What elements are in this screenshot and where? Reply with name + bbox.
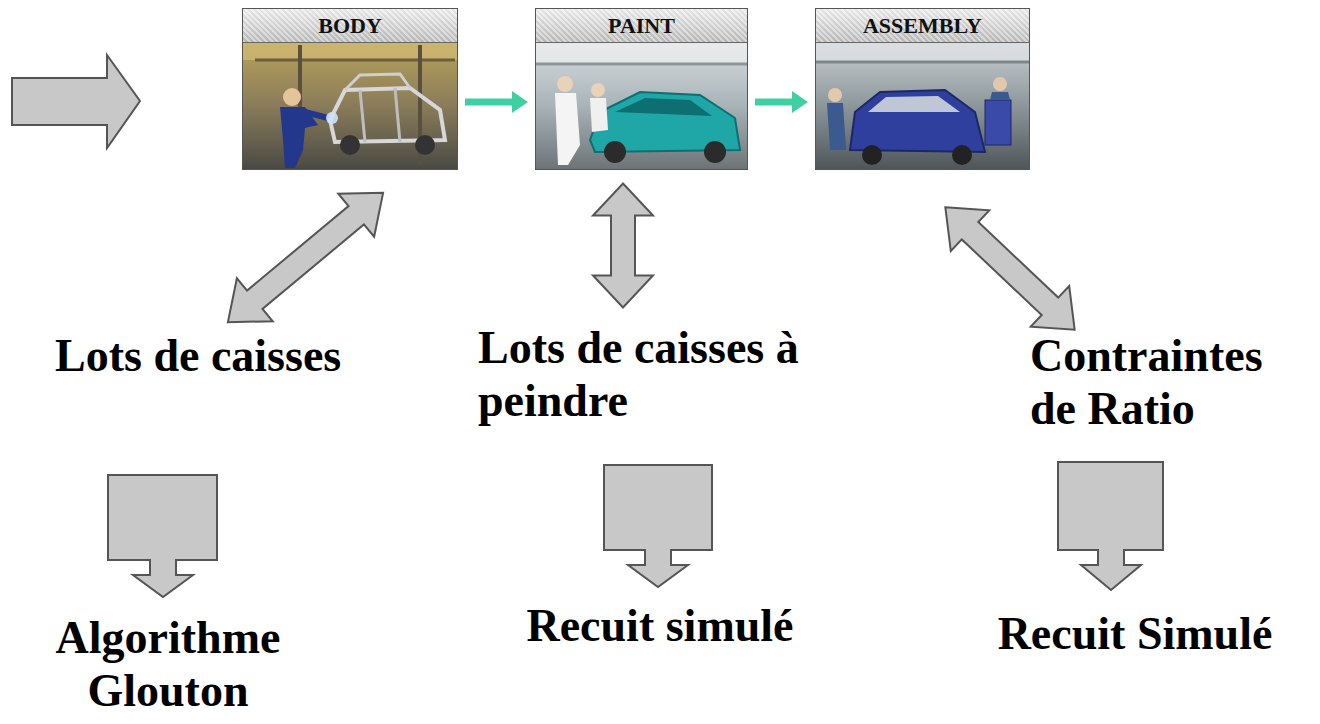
assembly-photo <box>816 42 1029 169</box>
method-label: Recuit simulé <box>500 600 820 653</box>
body-photo <box>243 42 457 169</box>
flow-arrow <box>755 91 808 113</box>
double-block-arrow <box>926 187 1094 350</box>
problem-label: Lots de caisses <box>55 330 395 383</box>
photo-box: PAINT <box>535 8 748 170</box>
stage-title: PAINT <box>608 13 675 39</box>
problem-label: Lots de caisses à peindre <box>478 322 858 428</box>
paint-photo <box>536 42 747 169</box>
photo-header: ASSEMBLY <box>816 9 1029 43</box>
down-block-arrow <box>604 465 712 587</box>
method-label: Recuit Simulé <box>970 608 1300 661</box>
down-block-arrow <box>1058 462 1163 590</box>
entry-arrow <box>12 55 140 148</box>
problem-label: Contraintes de Ratio <box>1030 330 1315 436</box>
photo-header: PAINT <box>536 9 747 43</box>
down-block-arrow <box>108 475 217 597</box>
double-block-arrow <box>210 171 401 343</box>
photo-box: ASSEMBLY <box>815 8 1030 170</box>
photo-header: BODY <box>243 9 457 43</box>
double-block-arrow <box>593 184 653 308</box>
flow-arrow <box>465 91 528 113</box>
stage-title: BODY <box>318 13 382 39</box>
method-label: Algorithme Glouton <box>38 612 298 718</box>
stage-title: ASSEMBLY <box>863 13 982 39</box>
photo-box: BODY <box>242 8 458 170</box>
